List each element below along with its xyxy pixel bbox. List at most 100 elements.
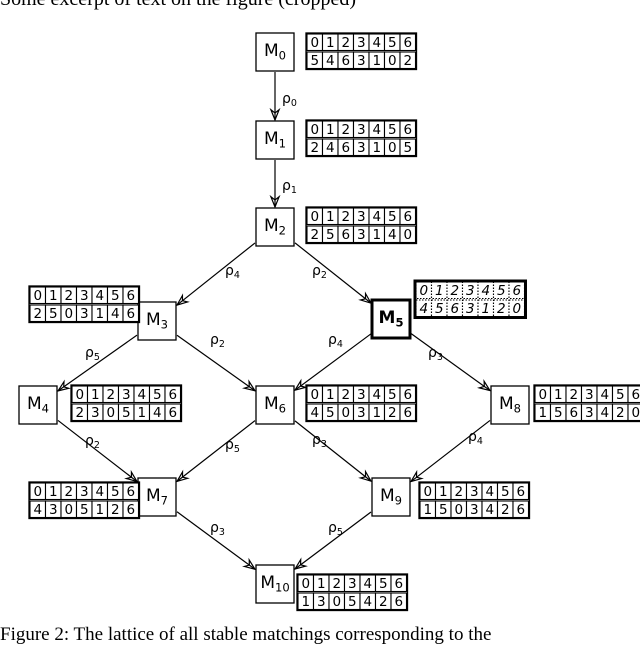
node-box-M5: [370, 298, 412, 340]
table-value-M8-r0-c3: 3: [585, 387, 594, 403]
table-value-M7-r0-c6: 6: [126, 484, 135, 500]
table-value-M10-r1-c0: 1: [301, 594, 310, 610]
edge-M4-M7: [57, 419, 138, 483]
table-border-M6: [305, 384, 418, 423]
table-value-M6-r0-c6: 6: [403, 387, 412, 403]
table-value-M8-r1-c2: 6: [569, 405, 578, 421]
table-value-M10-r1-c5: 2: [379, 594, 388, 610]
table-cell-M2-r0-c6: [399, 207, 417, 226]
table-value-M3-r1-c5: 4: [111, 306, 120, 322]
arrow-head-M6-M9: [358, 469, 373, 483]
table-value-M6-r1-c6: 6: [403, 405, 412, 421]
table-value-M5-r1-c0: 4: [419, 301, 428, 317]
table-value-M2-r1-c0: 2: [310, 227, 319, 243]
edge-M2-M3: [176, 242, 256, 306]
table-value-M5-r0-c2: 2: [450, 283, 459, 299]
table-cell-M5-r0-c6: [508, 281, 526, 300]
node-M9: M9: [371, 477, 411, 517]
table-value-M2-r0-c5: 5: [388, 209, 397, 225]
table-value-M1-r1-c3: 3: [357, 140, 366, 156]
table-value-M3-r0-c3: 3: [80, 288, 89, 304]
table-value-M8-r0-c5: 5: [616, 387, 625, 403]
table-value-M5-r0-c3: 3: [466, 283, 475, 299]
table-value-M7-r1-c1: 3: [49, 502, 58, 518]
table-cell-M5-r0-c4: [477, 281, 495, 300]
table-value-M9-r0-c0: 0: [423, 484, 432, 500]
table-border-M10: [296, 573, 409, 612]
edge-label-M5-M8: ρ3: [428, 345, 443, 363]
edge-M9-M10: [294, 511, 372, 570]
table-cell-M5-r0-c1: [430, 281, 448, 300]
node-box-M10: [255, 564, 295, 604]
table-value-M10-r0-c6: 6: [394, 576, 403, 592]
cropped-header-text: Some excerpt of text on the figure (crop…: [0, 0, 640, 16]
table-cell-M1-r1-c6: [399, 138, 417, 157]
table-value-M10-r0-c5: 5: [379, 576, 388, 592]
table-value-M6-r1-c5: 2: [388, 405, 397, 421]
edge-label-M3-M4: ρ5: [85, 345, 100, 363]
node-box-M6: [255, 385, 295, 425]
arrow-head-M9-M10: [293, 557, 308, 570]
node-label-M7: M7: [146, 486, 168, 507]
table-cell-M4-r0-c6: [164, 385, 182, 404]
table-value-M1-r1-c1: 4: [326, 140, 335, 156]
table-value-M2-r0-c0: 0: [310, 209, 319, 225]
table-value-M2-r0-c6: 6: [403, 209, 412, 225]
table-value-M4-r0-c3: 3: [122, 387, 131, 403]
table-border-M2: [305, 206, 418, 245]
table-border-M0: [305, 32, 418, 71]
node-box-M1: [255, 120, 295, 160]
table-cell-M7-r0-c6: [122, 482, 140, 501]
table-value-M1-r0-c3: 3: [357, 122, 366, 138]
table-value-M2-r1-c6: 0: [403, 227, 412, 243]
table-value-M1-r0-c6: 6: [403, 122, 412, 138]
table-cell-M9-r0-c6: [512, 482, 530, 501]
table-value-M3-r1-c2: 0: [64, 306, 73, 322]
table-value-M3-r0-c5: 5: [111, 288, 120, 304]
table-cell-M10-r0-c6: [390, 574, 408, 593]
table-value-M6-r1-c0: 4: [310, 405, 319, 421]
table-value-M9-r1-c5: 2: [501, 502, 510, 518]
table-value-M0-r0-c4: 4: [372, 35, 381, 51]
table-value-M3-r1-c3: 3: [80, 306, 89, 322]
table-border-M3: [28, 285, 141, 324]
table-cell-M5-r0-c2: [446, 281, 464, 300]
table-value-M7-r0-c5: 5: [111, 484, 120, 500]
table-value-M5-r0-c0: 0: [419, 283, 428, 299]
table-value-M3-r1-c4: 1: [95, 306, 104, 322]
table-cell-M5-r0-c0: [415, 281, 433, 300]
table-value-M10-r0-c0: 0: [301, 576, 310, 592]
table-value-M9-r0-c5: 5: [501, 484, 510, 500]
table-value-M4-r0-c5: 5: [153, 387, 162, 403]
table-value-M2-r1-c2: 6: [341, 227, 350, 243]
table-value-M8-r1-c5: 2: [616, 405, 625, 421]
table-value-M1-r1-c5: 0: [388, 140, 397, 156]
table-border-M7: [28, 481, 141, 520]
table-value-M8-r1-c4: 4: [600, 405, 609, 421]
table-value-M4-r1-c2: 0: [106, 405, 115, 421]
table-value-M7-r0-c1: 1: [49, 484, 58, 500]
table-value-M1-r0-c1: 1: [326, 122, 335, 138]
table-value-M0-r0-c3: 3: [357, 35, 366, 51]
table-value-M7-r1-c6: 6: [126, 502, 135, 518]
node-label-M8: M8: [499, 394, 521, 415]
table-value-M3-r0-c2: 2: [64, 288, 73, 304]
figure-caption: Figure 2: The lattice of all stable matc…: [0, 624, 492, 645]
edge-label-M1-M2: ρ1: [282, 178, 297, 196]
table-value-M2-r0-c3: 3: [357, 209, 366, 225]
table-value-M7-r0-c2: 2: [64, 484, 73, 500]
table-value-M3-r1-c0: 2: [33, 306, 42, 322]
table-value-M5-r0-c1: 1: [435, 283, 444, 299]
table-value-M3-r0-c0: 0: [33, 288, 42, 304]
table-value-M2-r1-c1: 5: [326, 227, 335, 243]
node-M4: M4: [18, 385, 58, 425]
table-value-M10-r0-c2: 2: [332, 576, 341, 592]
edge-label-M9-M10: ρ5: [328, 520, 343, 538]
table-value-M8-r1-c3: 3: [585, 405, 594, 421]
table-value-M4-r0-c2: 2: [106, 387, 115, 403]
node-M3: M3: [137, 301, 177, 341]
edge-M6-M7: [176, 420, 256, 482]
